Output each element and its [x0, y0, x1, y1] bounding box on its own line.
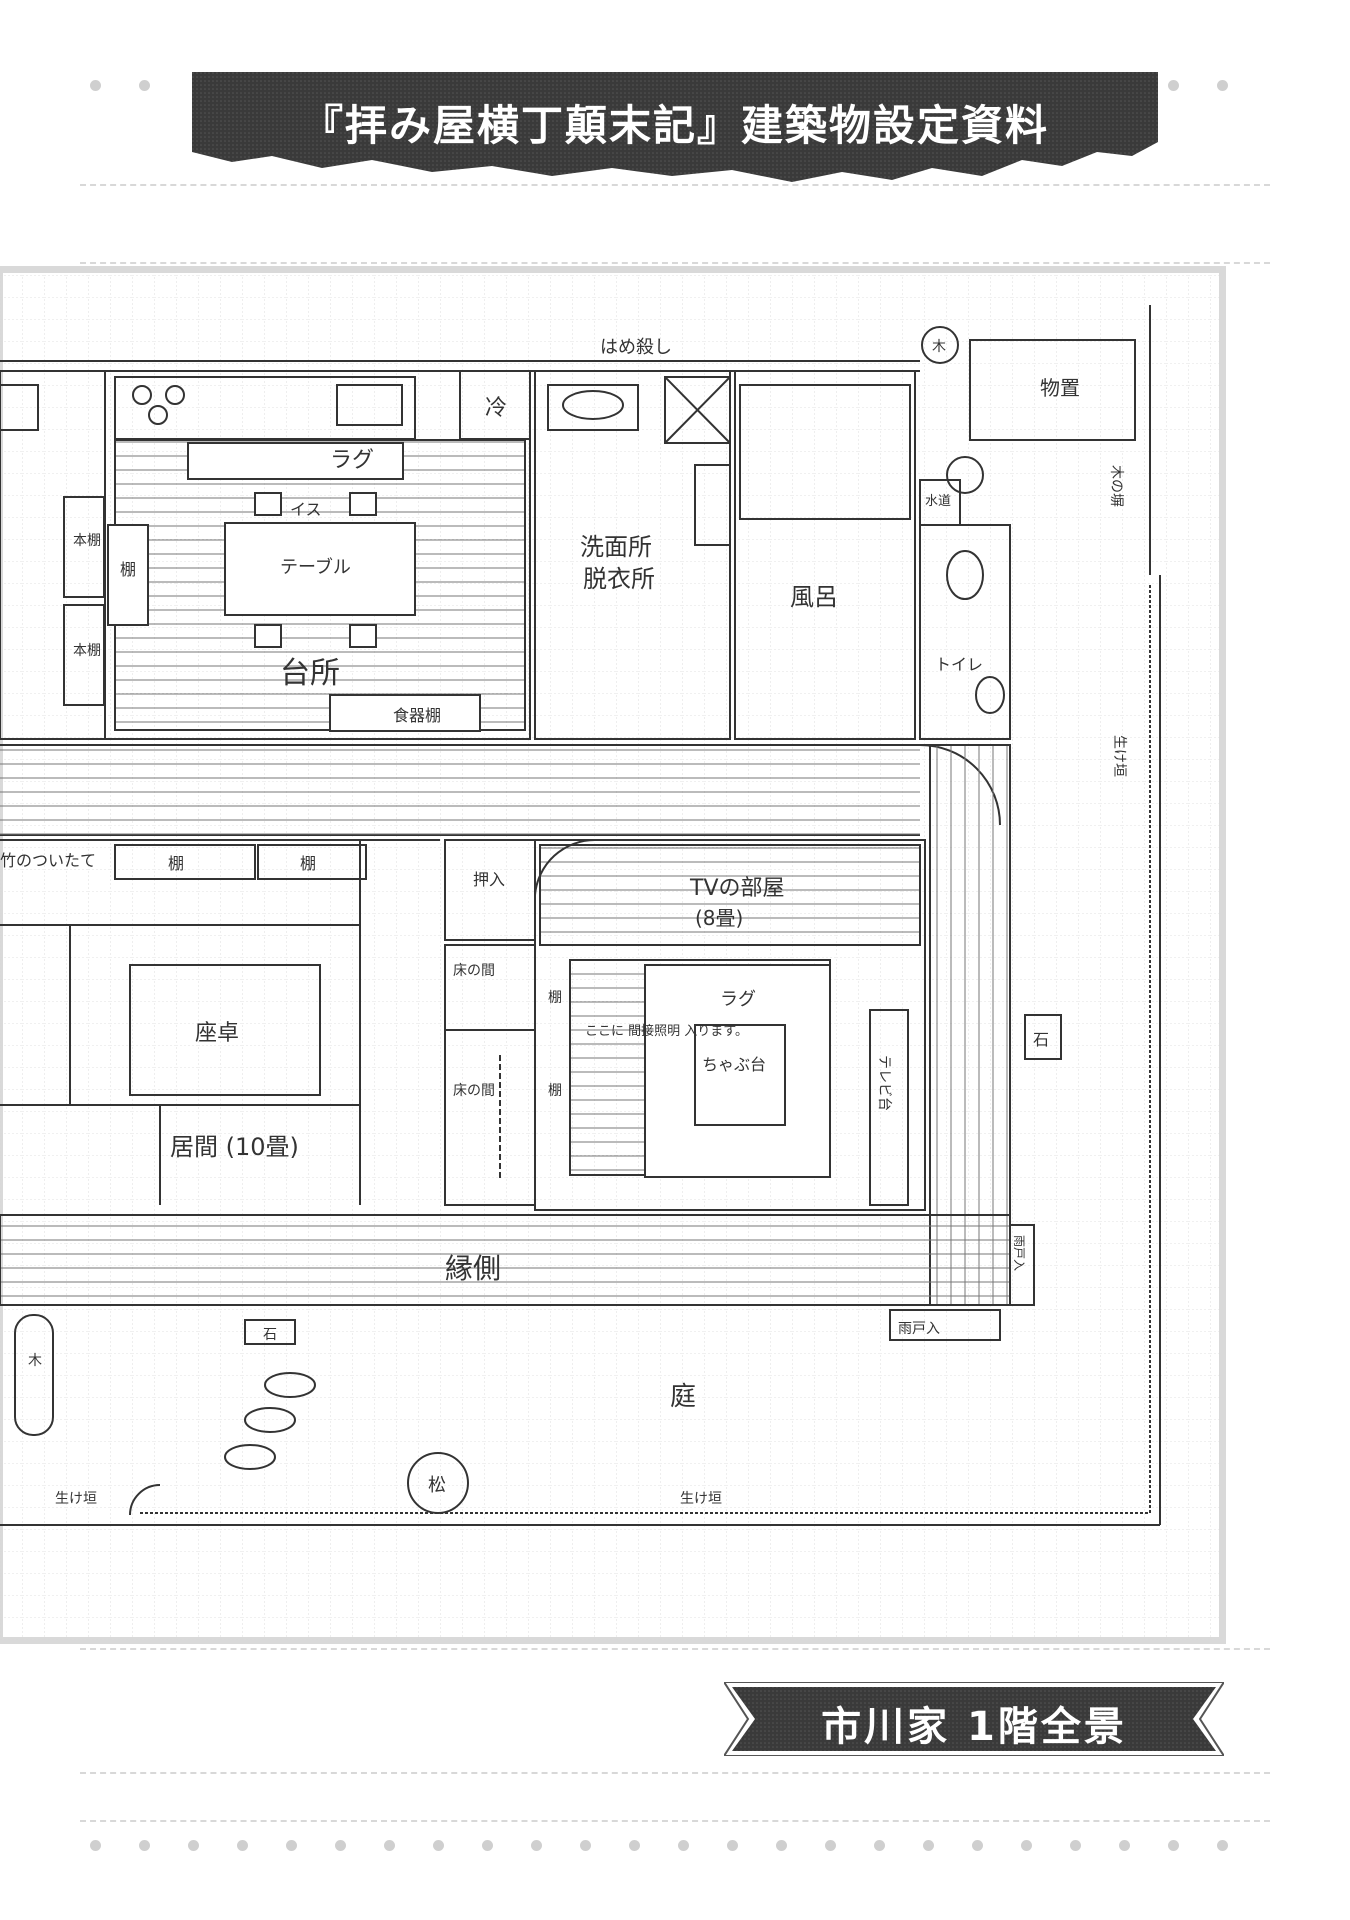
label-shelf-living-2: 棚 — [300, 854, 316, 873]
label-bookshelf-2: 本棚 — [73, 643, 101, 659]
decorative-dot — [90, 80, 101, 91]
label-tv-stand: テレビ台 — [876, 1055, 892, 1111]
decorative-dot — [678, 1840, 689, 1851]
decorative-dot — [1168, 80, 1179, 91]
label-shutter-box-1: 雨戸入 — [898, 1321, 940, 1337]
page-title: 『拝み屋横丁顛末記』建築物設定資料 — [300, 101, 1049, 150]
room-toilet: トイレ — [935, 655, 983, 674]
decorative-dot — [1217, 1840, 1228, 1851]
label-chairs: イス — [290, 500, 322, 519]
label-indirect-light: ここに 間接照明 入ります。 — [585, 1023, 748, 1039]
decorative-dot — [1070, 1840, 1081, 1851]
bottom-dashed-rule — [80, 1820, 1270, 1822]
decorative-dot — [188, 1840, 199, 1851]
label-shelf-kitchen: 棚 — [120, 560, 136, 579]
caption-dashed-rule — [80, 1772, 1270, 1774]
label-bookshelf-1: 本棚 — [73, 533, 101, 549]
label-chabudai: ちゃぶ台 — [702, 1055, 766, 1074]
decorative-dot — [825, 1840, 836, 1851]
decorative-dot — [1021, 1840, 1032, 1851]
room-washroom: 洗面所 — [580, 533, 652, 561]
caption-banner — [724, 1682, 1224, 1756]
label-water: 水道 — [925, 494, 951, 509]
decorative-dot — [972, 1840, 983, 1851]
decorative-dot — [139, 1840, 150, 1851]
label-rug-tv: ラグ — [720, 989, 756, 1010]
room-living: 居間 (10畳) — [170, 1133, 299, 1161]
label-shelf-tv-2: 棚 — [548, 1083, 562, 1099]
decorative-dot — [629, 1840, 640, 1851]
room-bath: 風呂 — [790, 583, 838, 611]
room-garden: 庭 — [670, 1382, 696, 1412]
room-storage: 物置 — [1040, 376, 1080, 400]
label-tree-2: 木 — [28, 1353, 42, 1369]
title-banner — [192, 72, 1158, 182]
top-dashed-rule — [80, 184, 1270, 186]
decorative-dot — [139, 80, 150, 91]
decorative-dot — [90, 1840, 101, 1851]
decorative-dot — [482, 1840, 493, 1851]
room-kitchen: 台所 — [280, 656, 340, 691]
decorative-dot — [1168, 1840, 1179, 1851]
frame-bottom-dashed-rule — [80, 1648, 1270, 1650]
label-fridge: 冷 — [485, 396, 507, 421]
room-veranda: 縁側 — [445, 1252, 501, 1285]
label-shelf-living-1: 棚 — [168, 854, 184, 873]
label-hedge-west: 生け垣 — [55, 1491, 97, 1507]
caption-title: 市川家 1階全景 — [821, 1704, 1127, 1750]
decorative-dot — [531, 1840, 542, 1851]
label-tokonoma-1: 床の間 — [453, 963, 495, 979]
decorative-dot — [580, 1840, 591, 1851]
label-stone-1: 石 — [1033, 1030, 1049, 1049]
label-pine: 松 — [428, 1475, 446, 1496]
room-tv: TVの部屋 — [689, 876, 785, 901]
decorative-dot — [237, 1840, 248, 1851]
decorative-dot — [776, 1840, 787, 1851]
frame-top-dashed-rule — [80, 262, 1270, 264]
decorative-dot — [1217, 80, 1228, 91]
decorative-dot — [286, 1840, 297, 1851]
decorative-dot — [874, 1840, 885, 1851]
label-rug-kitchen: ラグ — [330, 448, 374, 473]
label-wood-fence: 木の塀 — [1108, 465, 1124, 507]
label-fixed-window: はめ殺し — [600, 337, 672, 358]
room-dressing: 脱衣所 — [583, 565, 655, 593]
decorative-dot — [727, 1840, 738, 1851]
label-stone-2: 石 — [263, 1327, 277, 1343]
label-shutter-box-2: 雨戸入 — [1012, 1235, 1026, 1271]
decorative-dot — [923, 1840, 934, 1851]
label-zataku: 座卓 — [195, 1021, 239, 1046]
room-tv-size: (8畳) — [695, 906, 743, 930]
label-tree-1: 木 — [932, 339, 946, 355]
label-hedge-east: 生け垣 — [1111, 735, 1127, 777]
decorative-dot — [433, 1840, 444, 1851]
decorative-dot — [384, 1840, 395, 1851]
label-table: テーブル — [280, 556, 351, 578]
label-hedge-south: 生け垣 — [680, 1491, 722, 1507]
label-tokonoma-2: 床の間 — [453, 1083, 495, 1099]
label-closet: 押入 — [473, 870, 505, 889]
label-bamboo-screen: 竹のついたて — [0, 851, 96, 870]
decorative-dot — [1119, 1840, 1130, 1851]
label-shelf-tv-1: 棚 — [548, 990, 562, 1006]
bottom-dot-row — [90, 1840, 1260, 1854]
decorative-dot — [335, 1840, 346, 1851]
floor-plan: はめ殺し 冷 ラグ イス テーブル 棚 本棚 本棚 台所 食器棚 洗面所 脱衣所… — [0, 275, 1222, 1640]
label-dish-shelf: 食器棚 — [393, 706, 441, 725]
